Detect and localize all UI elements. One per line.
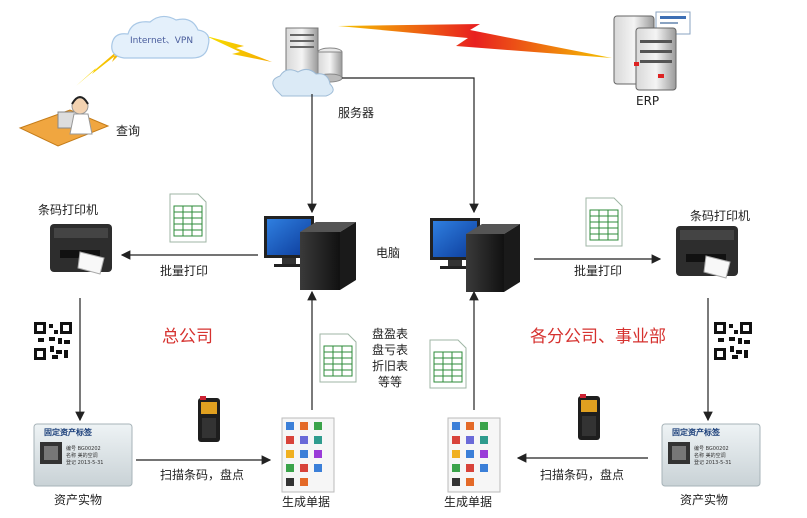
right-org-label: 各分公司、事业部 — [530, 327, 666, 347]
asset-tag-right — [661, 423, 761, 487]
right-scan-label: 扫描条码，盘点 — [540, 468, 625, 482]
lightning-server-erp — [338, 24, 612, 58]
qr-code-left-icon — [34, 322, 72, 360]
asset-tag-left — [33, 423, 133, 487]
query-person-icon — [18, 96, 110, 147]
asset-tag-row: 编号 BG00202 — [66, 446, 101, 452]
qr-code-right-icon — [714, 322, 752, 360]
computer-right-icon — [430, 218, 520, 292]
server-label: 服务器 — [338, 106, 375, 120]
erp-label: ERP — [636, 94, 660, 108]
left-gen-doc-label: 生成单据 — [282, 495, 331, 509]
left-scan-label: 扫描条码，盘点 — [160, 468, 245, 482]
right-asset-label: 资产实物 — [680, 493, 729, 507]
asset-tag-row: 登记 2013-5-31 — [66, 460, 104, 466]
erp-server-icon — [613, 11, 691, 91]
right-gen-doc-label: 生成单据 — [444, 495, 493, 509]
left-printer-label: 条码打印机 — [38, 203, 99, 217]
report-item: 盘亏表 — [371, 343, 408, 357]
asset-tag-row: 名称 美的空调 — [694, 453, 726, 459]
scanner-left-icon — [198, 396, 220, 442]
asset-tag-left-title: 固定资产标签 — [44, 428, 92, 437]
asset-tag-right-title: 固定资产标签 — [672, 428, 720, 437]
left-asset-label: 资产实物 — [54, 493, 103, 507]
spreadsheet-icon-report-left — [319, 333, 357, 383]
scanner-right-icon — [578, 394, 600, 440]
report-item: 盘盈表 — [371, 327, 408, 341]
computer-label: 电脑 — [376, 246, 401, 260]
printer-left-icon — [50, 224, 112, 275]
arrow-server-to-right-pc — [342, 77, 479, 214]
cloud-label: Internet、VPN — [130, 36, 194, 46]
computer-left-icon — [264, 216, 356, 290]
server-icon — [272, 27, 343, 97]
spreadsheet-icon-right-print — [585, 197, 623, 247]
asset-tag-row: 名称 美的空调 — [66, 453, 98, 459]
cloud-icon — [111, 15, 210, 59]
left-batch-print-label: 批量打印 — [160, 264, 209, 278]
report-item: 等等 — [377, 375, 402, 389]
printer-right-icon — [676, 226, 738, 279]
lightning-query-cloud — [76, 44, 130, 86]
asset-tag-left-rows: 编号 BG00202 名称 美的空调 登记 2013-5-31 — [66, 446, 103, 467]
lightning-cloud-server — [206, 36, 272, 62]
right-printer-label: 条码打印机 — [690, 209, 751, 223]
left-org-label: 总公司 — [162, 327, 213, 347]
asset-tag-right-rows: 编号 BG00202 名称 美的空调 登记 2013-5-31 — [694, 446, 731, 467]
asset-tag-row: 编号 BG00202 — [694, 446, 729, 452]
document-screen-right — [447, 417, 501, 493]
spreadsheet-icon-report-right — [429, 339, 467, 389]
arrows — [75, 77, 713, 465]
spreadsheet-icon-left-print — [169, 193, 207, 243]
asset-tag-row: 登记 2013-5-31 — [694, 460, 732, 466]
right-batch-print-label: 批量打印 — [574, 264, 623, 278]
report-item: 折旧表 — [371, 359, 408, 373]
document-screen-left — [281, 417, 335, 493]
query-label: 查询 — [116, 124, 141, 138]
report-list: 盘盈表 盘亏表 折旧表 等等 — [366, 326, 414, 390]
